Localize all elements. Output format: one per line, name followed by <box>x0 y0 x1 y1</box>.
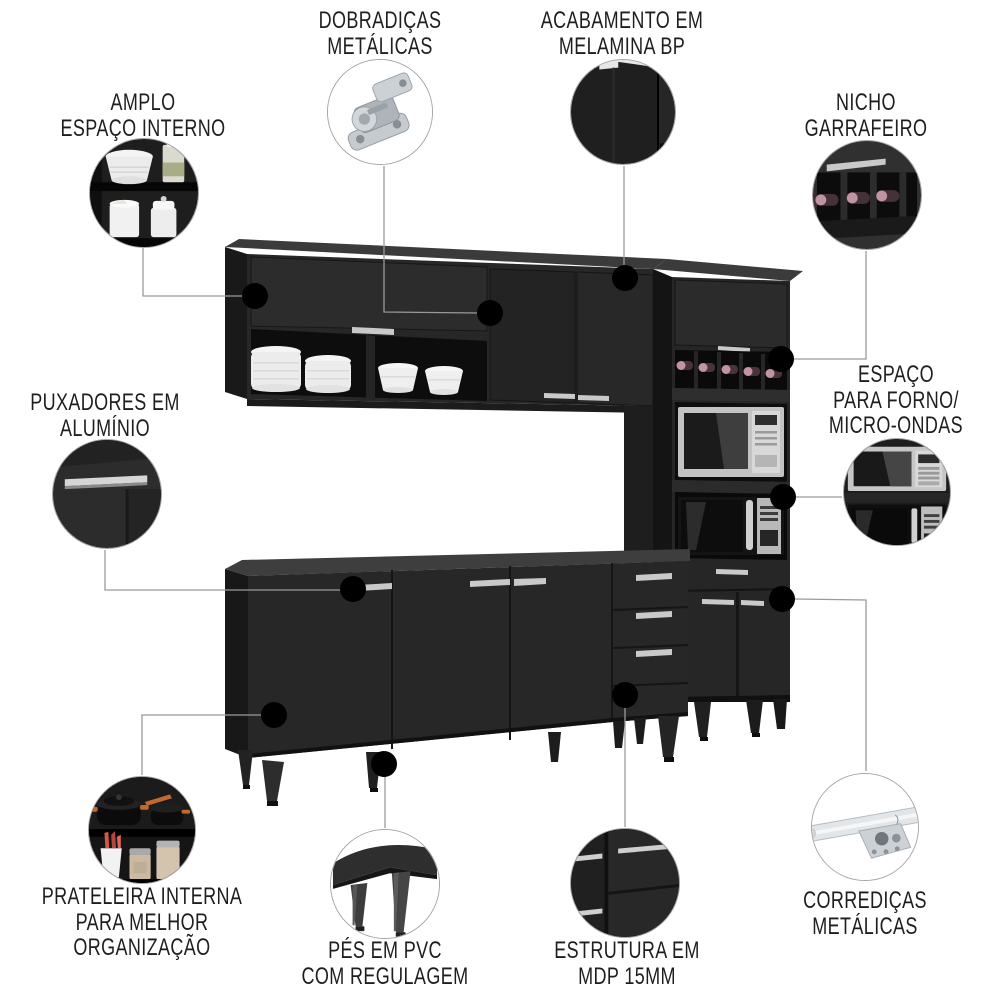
connector-dobradicas <box>383 166 480 314</box>
label-line: CORREDIÇAS <box>803 887 927 914</box>
door-handle <box>578 395 609 401</box>
callout-dot-puxadores <box>340 576 366 602</box>
dobradicas-detail-circle <box>327 59 433 165</box>
callout-label-corredicas: CORREDIÇAS METÁLICAS <box>678 888 1000 939</box>
oven <box>675 492 787 560</box>
oven-microwave-icon <box>844 439 950 545</box>
door-handle <box>718 346 750 352</box>
label-line: PARA FORNO/ <box>833 386 959 414</box>
tower-cabinet <box>653 259 803 741</box>
label-line: GARRAFEIRO <box>804 114 928 142</box>
callout-dot-nicho <box>768 346 794 372</box>
mdp-structure-icon <box>571 829 679 937</box>
pes-pvc-detail-circle <box>330 829 440 939</box>
plate-stack <box>305 355 351 393</box>
melamine-corner-icon <box>571 60 675 164</box>
door-handle <box>544 393 575 399</box>
callout-dot-amplo <box>242 283 268 309</box>
door-handle <box>514 578 546 586</box>
callout-label-acabamento: ACABAMENTO EM MELAMINA BP <box>435 8 810 59</box>
connector-amplo <box>142 248 244 297</box>
label-line: METÁLICAS <box>812 912 918 940</box>
connector-prateleira <box>141 714 263 775</box>
label-line: ESTRUTURA EM <box>554 937 700 964</box>
door-handle <box>741 600 764 606</box>
drawer-handle <box>636 611 672 619</box>
puxadores-detail-circle <box>52 439 162 549</box>
label-line: AMPLO <box>110 89 176 116</box>
bowl-stack <box>378 363 418 393</box>
bowl-stack <box>425 366 463 395</box>
label-line: METÁLICAS <box>327 32 433 60</box>
forno-microondas-detail-circle <box>843 438 951 546</box>
estrutura-detail-circle <box>570 828 680 938</box>
callout-dot-dobradicas <box>477 300 503 326</box>
callout-label-amplo-espaco: AMPLO ESPAÇO INTERNO <box>0 90 331 141</box>
label-line: MICRO-ONDAS <box>828 412 964 439</box>
wine-bottles <box>676 361 782 378</box>
internal-shelf-icon <box>89 777 195 883</box>
connector-puxadores <box>104 550 342 591</box>
label-line: ESPAÇO <box>858 361 934 388</box>
connector-corredicas <box>794 598 867 771</box>
label-line: PRATELEIRA INTERNA <box>41 883 243 910</box>
tower-feet <box>694 699 787 741</box>
nicho-garrafeiro-detail-circle <box>812 140 922 250</box>
label-line: DOBRADIÇAS <box>318 7 442 34</box>
label-line: NICHO <box>836 89 896 116</box>
label-line: PÉS EM PVC <box>328 937 442 964</box>
upper-cabinet <box>225 239 667 413</box>
aluminum-handle-icon <box>53 440 161 548</box>
door-handle <box>702 599 734 605</box>
plate-stack <box>251 346 301 392</box>
label-line: MELAMINA BP <box>558 32 686 60</box>
label-line: ACABAMENTO EM <box>540 7 704 34</box>
acabamento-detail-circle <box>570 59 676 165</box>
callout-dot-corredicas <box>769 586 795 612</box>
door-handle <box>358 583 392 591</box>
label-line: PUXADORES EM <box>30 389 180 416</box>
callout-dot-estrutura <box>612 682 638 708</box>
tower-side-panel <box>624 406 653 561</box>
wine-rack-icon <box>813 141 921 249</box>
drawer-stack <box>613 573 688 687</box>
callout-label-dobradicas: DOBRADIÇAS METÁLICAS <box>193 8 568 59</box>
corredicas-detail-circle <box>811 773 919 881</box>
callout-label-estrutura: ESTRUTURA EM MDP 15MM <box>440 938 815 989</box>
label-line: COM REGULAGEM <box>301 962 469 990</box>
metal-slide-icon <box>812 774 918 880</box>
microwave <box>675 402 787 482</box>
callout-label-prateleira: PRATELEIRA INTERNA PARA MELHOR ORGANIZAÇ… <box>0 884 330 961</box>
callout-label-forno: ESPAÇO PARA FORNO/ MICRO-ONDAS <box>709 362 1000 439</box>
label-line: ESPAÇO INTERNO <box>60 114 226 142</box>
flip-door-handle <box>352 327 394 335</box>
door-handle <box>470 579 510 587</box>
label-line: ALUMÍNIO <box>59 414 150 442</box>
base-cabinet <box>225 549 690 806</box>
prateleira-detail-circle <box>88 776 196 884</box>
shelf-dishes-icon <box>90 139 198 247</box>
drawer-handle <box>716 569 748 575</box>
drawer-handle <box>636 649 672 657</box>
callout-dot-pes <box>371 751 397 777</box>
callout-dot-forno <box>770 484 796 510</box>
pvc-feet-icon <box>331 830 439 938</box>
callout-dot-prateleira <box>261 702 287 728</box>
callout-dot-acabamento <box>612 265 638 291</box>
callout-label-nicho: NICHO GARRAFEIRO <box>679 90 1000 141</box>
hinge-icon <box>328 60 432 164</box>
callout-label-pes: PÉS EM PVC COM REGULAGEM <box>198 938 573 989</box>
label-line: PARA MELHOR <box>75 908 209 936</box>
connector-nicho <box>794 251 867 360</box>
wine-rack-niche <box>672 350 790 402</box>
callout-label-puxadores: PUXADORES EM ALUMÍNIO <box>0 390 293 441</box>
amplo-espaco-detail-circle <box>89 138 199 248</box>
drawer-handle <box>636 573 672 581</box>
label-line: ORGANIZAÇÃO <box>73 934 211 961</box>
label-line: MDP 15MM <box>578 962 676 990</box>
